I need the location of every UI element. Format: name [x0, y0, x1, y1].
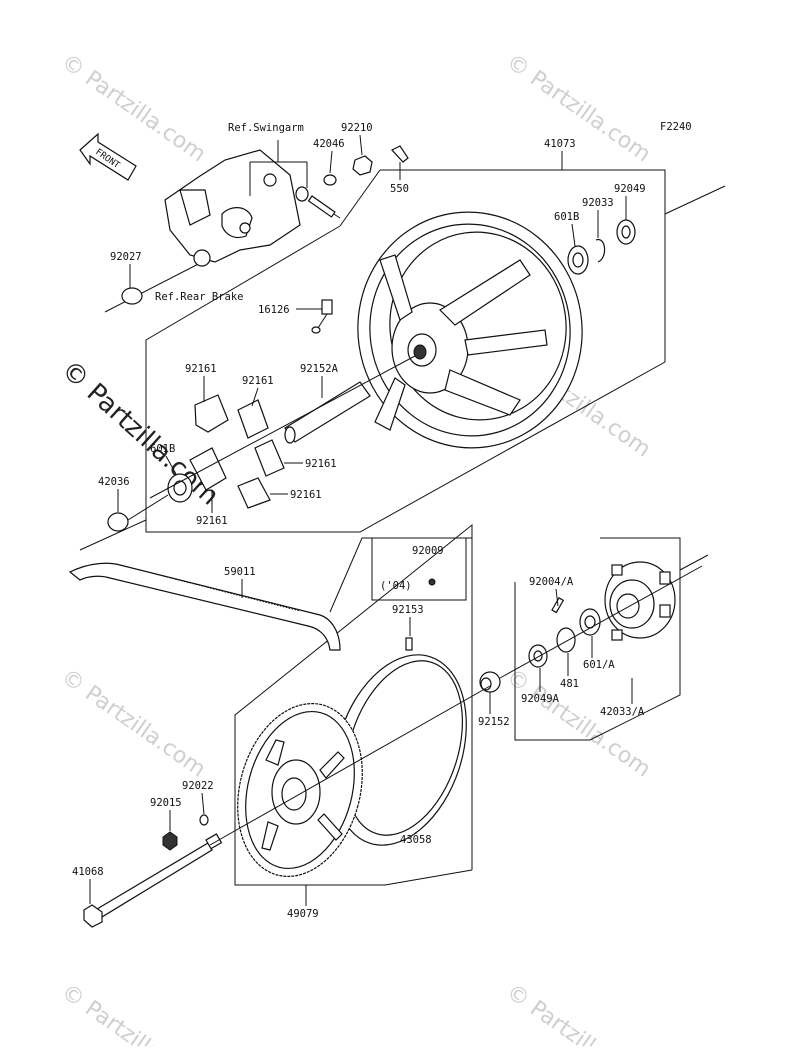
part-label-92033: 92033 [582, 197, 614, 209]
collar-92152a [284, 381, 371, 444]
part-label-601B-left: 601B [150, 443, 175, 455]
part-label-601A: 601/A [583, 659, 615, 671]
part-label-92004A: 92004/A [529, 576, 574, 588]
ref-rear-brake-label: Ref.Rear Brake [155, 291, 244, 303]
watermark-faint: © Partzilla.com [502, 979, 655, 1046]
hub-dampers [107, 394, 285, 532]
axle-centerlines [149, 355, 703, 846]
year-note-box [371, 537, 467, 601]
coupling-hub [604, 561, 676, 641]
part-label-601B-top: 601B [554, 211, 579, 223]
part-label-92027: 92027 [110, 251, 142, 263]
part-label-92153: 92153 [392, 604, 424, 616]
part-label-92210: 92210 [341, 122, 373, 134]
drive-belt [68, 562, 341, 651]
swingarm-leaders [249, 140, 308, 196]
watermark-faint: © Partzilla.com [502, 49, 655, 167]
part-label-92161-d: 92161 [290, 489, 322, 501]
part-label-41073: 41073 [544, 138, 576, 150]
ref-swingarm-label: Ref.Swingarm [228, 122, 304, 134]
part-label-42046: 42046 [313, 138, 345, 150]
part-label-92015: 92015 [150, 797, 182, 809]
part-label-49079: 49079 [287, 908, 319, 920]
caliper-bracket [121, 149, 301, 305]
front-arrow-icon: FRONT [79, 132, 137, 181]
part-label-92161-e: 92161 [196, 515, 228, 527]
diagram-code: F2240 [660, 121, 692, 133]
part-label-550: 550 [390, 183, 409, 195]
part-label-41068: 41068 [72, 866, 104, 878]
part-label-481: 481 [560, 678, 579, 690]
part-label-92049A: 92049A [521, 693, 560, 705]
axle-hardware [162, 637, 413, 851]
year-note: ('04) [380, 580, 412, 592]
adjuster-parts [295, 145, 409, 219]
part-label-92152A: 92152A [300, 363, 339, 375]
rear-wheel [357, 211, 583, 449]
wheel-assembly-frame [79, 169, 726, 551]
part-label-92152: 92152 [478, 716, 510, 728]
part-label-92161-b: 92161 [242, 375, 274, 387]
part-labels: 92210 42046 550 41073 92049 92033 601B 9… [72, 122, 646, 920]
sprocket-ring [333, 654, 467, 846]
part-label-92161-c: 92161 [305, 458, 337, 470]
watermark-faint-group: © Partzilla.com © Partzilla.com © Partzi… [57, 49, 655, 1050]
part-label-16126: 16126 [258, 304, 290, 316]
wheel-bearings-right [567, 219, 636, 275]
coupling-small-parts [479, 597, 601, 693]
part-label-42036: 42036 [98, 476, 130, 488]
part-label-43058: 43058 [400, 834, 432, 846]
bolt-92009 [428, 578, 436, 586]
pulley [237, 702, 363, 878]
part-label-42033A: 42033/A [600, 706, 645, 718]
axle [83, 833, 223, 928]
valve-stem [311, 299, 333, 334]
coupling-frame [514, 537, 709, 741]
watermark-faint: © Partzilla.com [57, 979, 210, 1046]
watermark-faint: © Partzilla.com [57, 664, 210, 782]
part-label-92022: 92022 [182, 780, 214, 792]
part-label-92161-a: 92161 [185, 363, 217, 375]
part-label-92049: 92049 [614, 183, 646, 195]
watermark-main: © Partzilla.com [55, 355, 224, 512]
part-label-59011: 59011 [224, 566, 256, 578]
part-label-92009: 92009 [412, 545, 444, 557]
